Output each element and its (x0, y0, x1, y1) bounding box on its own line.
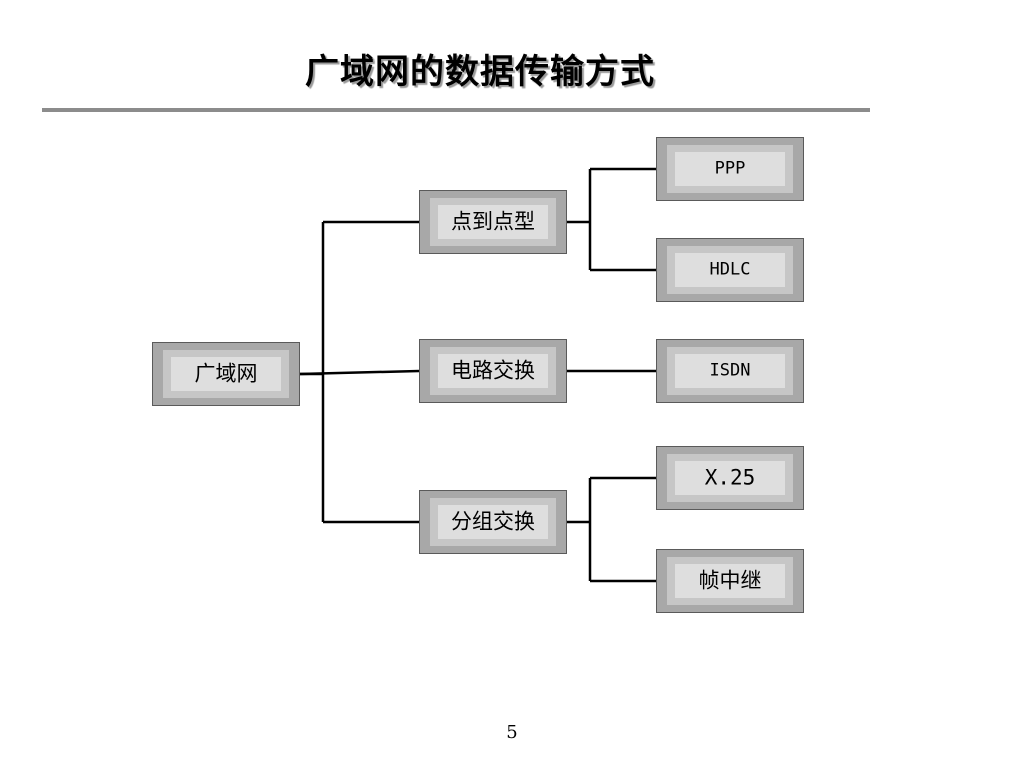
node-frame-relay-label: 帧中继 (698, 568, 762, 593)
node-isdn-label: ISDN (709, 360, 751, 381)
slide-title: 广域网的数据传输方式 (305, 52, 655, 92)
node-packet-switching-label: 分组交换 (451, 509, 535, 534)
node-hdlc-label: HDLC (709, 259, 751, 280)
node-isdn: ISDN (656, 339, 804, 403)
node-ppp-label: PPP (714, 158, 746, 179)
page-number: 5 (506, 722, 518, 743)
node-hdlc: HDLC (656, 238, 804, 302)
title-divider (42, 108, 870, 112)
node-packet-switching: 分组交换 (419, 490, 567, 554)
node-wan: 广域网 (152, 342, 300, 406)
node-ppp: PPP (656, 137, 804, 201)
node-wan-label: 广域网 (194, 361, 258, 386)
node-frame-relay: 帧中继 (656, 549, 804, 613)
connector-to-circuit-switching (299, 369, 420, 376)
node-point-to-point-label: 点到点型 (451, 209, 535, 234)
node-x25: X.25 (656, 446, 804, 510)
node-circuit-switching: 电路交换 (419, 339, 567, 403)
node-circuit-switching-label: 电路交换 (451, 358, 535, 383)
node-x25-label: X.25 (704, 465, 756, 490)
node-point-to-point: 点到点型 (419, 190, 567, 254)
